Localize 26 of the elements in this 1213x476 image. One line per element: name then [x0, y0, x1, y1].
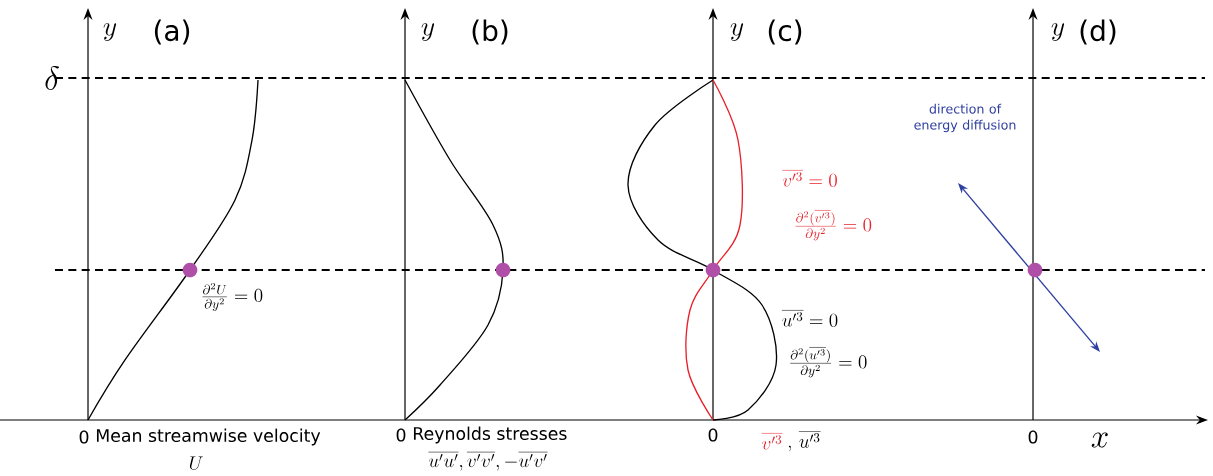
formula: $\frac{\partial^2(\overline{u'^3})}{\partial y^2}=0$ — [790, 347, 867, 378]
axis-label: $y$ — [103, 23, 117, 41]
formula: $\overline{u'^3}=0$ — [781, 310, 838, 327]
axis-label: $y$ — [421, 23, 435, 41]
tick-label: 0 — [708, 428, 718, 442]
axis-title: Mean streamwise velocity — [96, 428, 321, 446]
tick-label: 0 — [79, 430, 89, 444]
axis-title: Reynolds stresses — [413, 426, 567, 444]
axis-title: $U$ — [189, 456, 203, 470]
axis-title: $\overline{u'u'},\overline{v'v'},-\overline{u'v'}$ — [428, 452, 548, 471]
axis-label: $y$ — [1051, 23, 1065, 41]
axis-label: $\delta$ — [45, 65, 59, 90]
panel-label: (a) — [154, 19, 190, 45]
axis-label: $x$ — [1091, 432, 1108, 448]
formula: $\frac{\partial^2 U}{\partial y^2}=0$ — [202, 283, 263, 311]
annotation-text: direction of energy diffusion — [914, 103, 1016, 133]
axis-title: $\overline{v'^3}$ — [761, 433, 783, 450]
tick-label: 0 — [396, 428, 406, 442]
panel-label: (b) — [472, 19, 508, 45]
axis-label: $y$ — [730, 23, 744, 41]
panel-label: (d) — [1080, 19, 1116, 45]
tick-label: 0 — [1028, 430, 1038, 444]
axis-title: $,\,\overline{u'^3}$ — [788, 431, 821, 452]
formula: $\frac{\partial^2(\overline{v'^3})}{\partial y^2}=0$ — [795, 210, 872, 241]
panel-label: (c) — [768, 19, 802, 45]
formula: $\overline{v'^3}=0$ — [782, 170, 837, 187]
